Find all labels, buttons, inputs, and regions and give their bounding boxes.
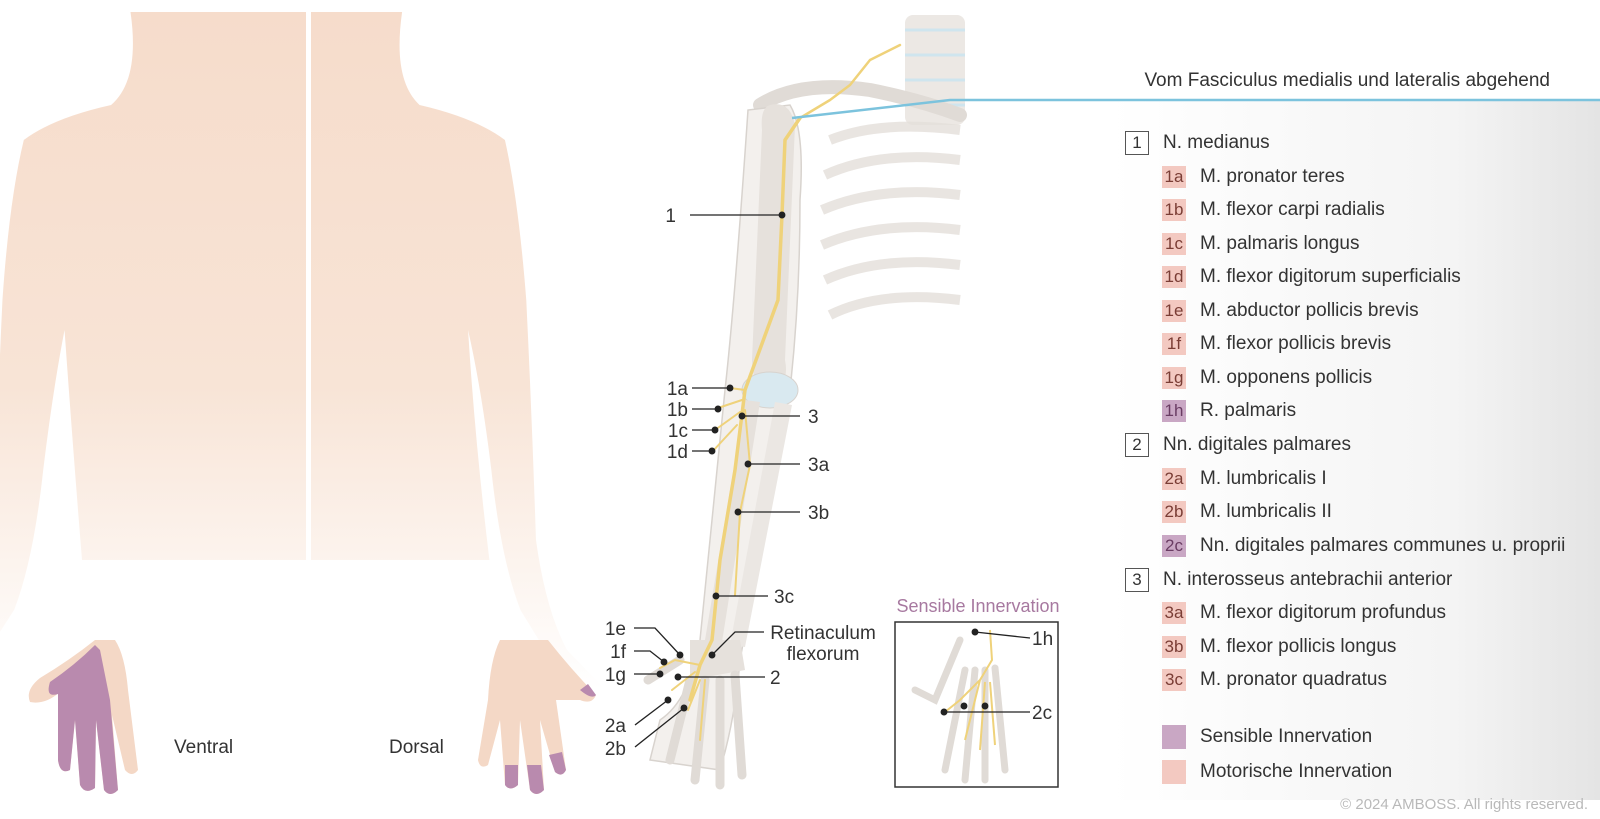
callout-2: 2 bbox=[770, 668, 781, 689]
item-code-badge: 1d bbox=[1162, 266, 1186, 289]
item-code-badge: 1b bbox=[1162, 199, 1186, 222]
legend-key-1: Motorische Innervation bbox=[1125, 754, 1585, 789]
legend-spacer bbox=[1125, 697, 1585, 719]
callout-1a: 1a bbox=[667, 379, 689, 400]
key-label: Motorische Innervation bbox=[1200, 760, 1393, 782]
key-label: Sensible Innervation bbox=[1200, 725, 1373, 747]
item-code-badge: 3b bbox=[1162, 635, 1186, 658]
legend-item-2b: 2b M. lumbricalis II bbox=[1125, 496, 1585, 530]
group-title: N. medianus bbox=[1163, 132, 1270, 153]
legend-item-1d: 1d M. flexor digitorum superficialis bbox=[1125, 261, 1585, 295]
legend-item-1h: 1h R. palmaris bbox=[1125, 395, 1585, 429]
callout-1d: 1d bbox=[667, 442, 688, 463]
item-label: M. pronator quadratus bbox=[1200, 669, 1387, 691]
item-code-badge: 1c bbox=[1162, 232, 1186, 255]
color-swatch bbox=[1162, 724, 1186, 749]
callout-3a: 3a bbox=[808, 455, 830, 476]
callout-1c: 1c bbox=[668, 421, 688, 442]
callout-2a: 2a bbox=[605, 716, 627, 737]
item-code-badge: 3a bbox=[1162, 602, 1186, 625]
callout-1: 1 bbox=[665, 206, 676, 227]
item-label: M. abductor pollicis brevis bbox=[1200, 299, 1419, 321]
leader-lines bbox=[634, 211, 800, 748]
callout-2c: 2c bbox=[1032, 703, 1052, 724]
legend-item-3b: 3b M. flexor pollicis longus bbox=[1125, 630, 1585, 664]
item-label: M. flexor pollicis longus bbox=[1200, 635, 1397, 657]
inset-sensory: Sensible Innervation bbox=[894, 596, 1060, 788]
right-hand-dorsal bbox=[478, 640, 596, 794]
item-label: M. lumbricalis II bbox=[1200, 501, 1332, 523]
fasciculus-title: Vom Fasciculus medialis und lateralis ab… bbox=[1144, 70, 1550, 91]
callout-1h: 1h bbox=[1032, 629, 1053, 650]
group-number-badge: 1 bbox=[1125, 131, 1149, 155]
group-number-badge: 2 bbox=[1125, 433, 1149, 457]
legend-key-0: Sensible Innervation bbox=[1125, 719, 1585, 754]
item-code-badge: 2b bbox=[1162, 501, 1186, 524]
legend-item-3c: 3c M. pronator quadratus bbox=[1125, 664, 1585, 698]
callout-3c: 3c bbox=[774, 587, 794, 608]
group-title: N. interosseus antebrachii anterior bbox=[1163, 568, 1453, 590]
inset-title: Sensible Innervation bbox=[896, 596, 1059, 616]
callout-1b: 1b bbox=[667, 400, 688, 421]
item-code-badge: 2a bbox=[1162, 467, 1186, 490]
view-label-ventral: Ventral bbox=[174, 737, 234, 758]
legend-item-2a: 2a M. lumbricalis I bbox=[1125, 462, 1585, 496]
legend-item-2c: 2c Nn. digitales palmares communes u. pro… bbox=[1125, 529, 1585, 563]
callout-labels: 1 1a 1b 1c 1d 3 3a 3b 3c 1e 1f 1g 2 2a 2… bbox=[605, 206, 1053, 760]
left-hand-ventral bbox=[28, 640, 138, 794]
legend-group-2: 2 Nn. digitales palmares bbox=[1125, 428, 1585, 462]
legend-item-3a: 3a M. flexor digitorum profundus bbox=[1125, 597, 1585, 631]
item-code-badge: 3c bbox=[1162, 669, 1186, 692]
item-label: M. lumbricalis I bbox=[1200, 467, 1327, 489]
item-label: M. opponens pollicis bbox=[1200, 366, 1373, 388]
item-label: M. flexor pollicis brevis bbox=[1200, 333, 1392, 355]
item-code-badge: 1f bbox=[1162, 333, 1186, 356]
median-nerve bbox=[659, 43, 902, 741]
item-code-badge: 1e bbox=[1162, 299, 1186, 322]
item-code-badge: 2c bbox=[1162, 534, 1186, 557]
item-label: M. flexor digitorum profundus bbox=[1200, 602, 1447, 624]
fasciculus-line bbox=[791, 98, 1600, 120]
legend: 1 N. medianus 1a M. pronator teres 1b M. flex… bbox=[1125, 126, 1585, 789]
callout-2b: 2b bbox=[605, 739, 626, 760]
legend-group-3: 3 N. interosseus antebrachii anterior bbox=[1125, 563, 1585, 597]
color-swatch bbox=[1162, 759, 1186, 784]
item-label: M. palmaris longus bbox=[1200, 232, 1360, 254]
item-label: M. flexor digitorum superficialis bbox=[1200, 266, 1461, 288]
legend-item-1b: 1b M. flexor carpi radialis bbox=[1125, 194, 1585, 228]
item-code-badge: 1g bbox=[1162, 366, 1186, 389]
callout-1g: 1g bbox=[605, 665, 626, 686]
callout-3b: 3b bbox=[808, 503, 829, 524]
legend-item-1a: 1a M. pronator teres bbox=[1125, 160, 1585, 194]
retinaculum-line2: flexorum bbox=[787, 644, 860, 665]
legend-group-1: 1 N. medianus bbox=[1125, 126, 1585, 160]
callout-1f: 1f bbox=[610, 642, 627, 663]
item-label: Nn. digitales palmares communes u. propr… bbox=[1200, 534, 1566, 556]
copyright: © 2024 AMBOSS. All rights reserved. bbox=[1340, 796, 1588, 813]
item-label: R. palmaris bbox=[1200, 400, 1297, 422]
callout-1e: 1e bbox=[605, 619, 626, 640]
view-label-dorsal: Dorsal bbox=[389, 737, 444, 758]
legend-item-1f: 1f M. flexor pollicis brevis bbox=[1125, 328, 1585, 362]
item-code-badge: 1h bbox=[1162, 400, 1186, 423]
legend-item-1g: 1g M. opponens pollicis bbox=[1125, 361, 1585, 395]
body-silhouette bbox=[0, 12, 606, 690]
item-label: M. flexor carpi radialis bbox=[1200, 199, 1385, 221]
callout-3: 3 bbox=[808, 407, 819, 428]
legend-item-1e: 1e M. abductor pollicis brevis bbox=[1125, 294, 1585, 328]
item-code-badge: 1a bbox=[1162, 165, 1186, 188]
item-label: M. pronator teres bbox=[1200, 165, 1345, 187]
group-number-badge: 3 bbox=[1125, 567, 1149, 592]
legend-panel-bg bbox=[1110, 100, 1600, 800]
retinaculum-line1: Retinaculum bbox=[770, 623, 876, 644]
legend-item-1c: 1c M. palmaris longus bbox=[1125, 227, 1585, 261]
group-title: Nn. digitales palmares bbox=[1163, 434, 1351, 455]
